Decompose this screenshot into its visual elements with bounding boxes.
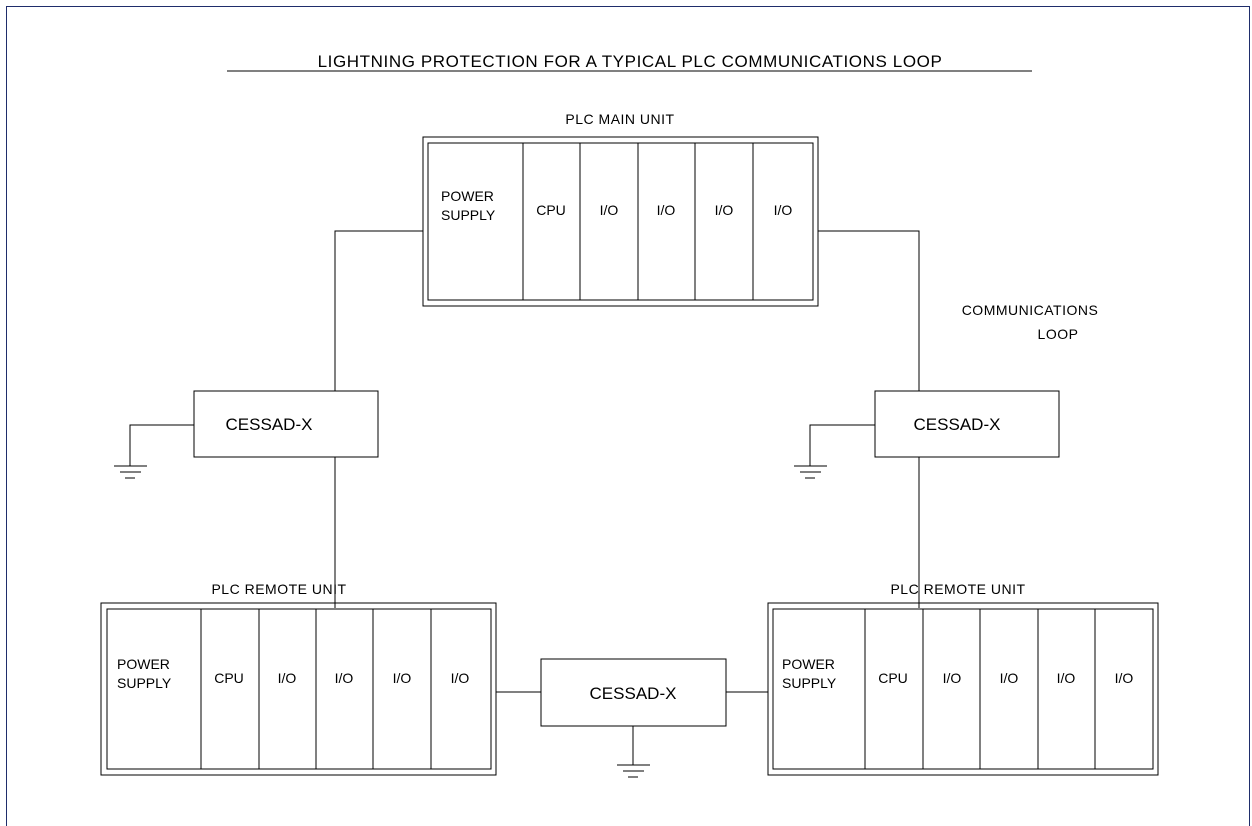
remote-right-io-label-1: I/O [943, 670, 962, 686]
page-frame [6, 6, 1250, 826]
remote-right-label: PLC REMOTE UNIT [890, 581, 1025, 597]
remote-left-io-label-1: I/O [278, 670, 297, 686]
main-io-label-2: I/O [657, 202, 676, 218]
remote-right-cpu-label: CPU [878, 670, 908, 686]
loop-label-line2: LOOP [1038, 326, 1079, 342]
remote-left-cpu-label: CPU [214, 670, 244, 686]
main-cpu-label: CPU [536, 202, 566, 218]
remote-left-power-label-1: POWER [117, 656, 170, 672]
loop-wires [334, 230, 920, 693]
remote-left-io-label-3: I/O [393, 670, 412, 686]
remote-left-power-label-2: SUPPLY [117, 675, 172, 691]
main-io-label-4: I/O [774, 202, 793, 218]
protector-bottom-label: CESSAD-X [590, 684, 677, 703]
main-unit-rack [422, 136, 819, 307]
remote-right-power-label-1: POWER [782, 656, 835, 672]
main-power-label-1: POWER [441, 188, 494, 204]
remote-left-rack [100, 602, 497, 776]
diagram-title: LIGHTNING PROTECTION FOR A TYPICAL PLC C… [318, 52, 943, 71]
remote-right-io-label-3: I/O [1057, 670, 1076, 686]
remote-left-io-label-2: I/O [335, 670, 354, 686]
loop-label-line1: COMMUNICATIONS [962, 302, 1099, 318]
remote-left-label: PLC REMOTE UNIT [211, 581, 346, 597]
ground-icon [794, 424, 875, 479]
main-io-label-1: I/O [600, 202, 619, 218]
remote-right-power-label-2: SUPPLY [782, 675, 837, 691]
protector-right-box [874, 390, 1060, 458]
ground-icon [617, 726, 650, 778]
protector-left-box [193, 390, 379, 458]
remote-right-io-label-4: I/O [1115, 670, 1134, 686]
protector-left-label: CESSAD-X [226, 415, 313, 434]
main-unit-label: PLC MAIN UNIT [565, 111, 674, 127]
remote-right-io-label-2: I/O [1000, 670, 1019, 686]
remote-left-io-label-4: I/O [451, 670, 470, 686]
protector-right-label: CESSAD-X [914, 415, 1001, 434]
remote-right-rack [767, 602, 1159, 776]
main-io-label-3: I/O [715, 202, 734, 218]
main-power-label-2: SUPPLY [441, 207, 496, 223]
ground-icon [114, 424, 194, 479]
